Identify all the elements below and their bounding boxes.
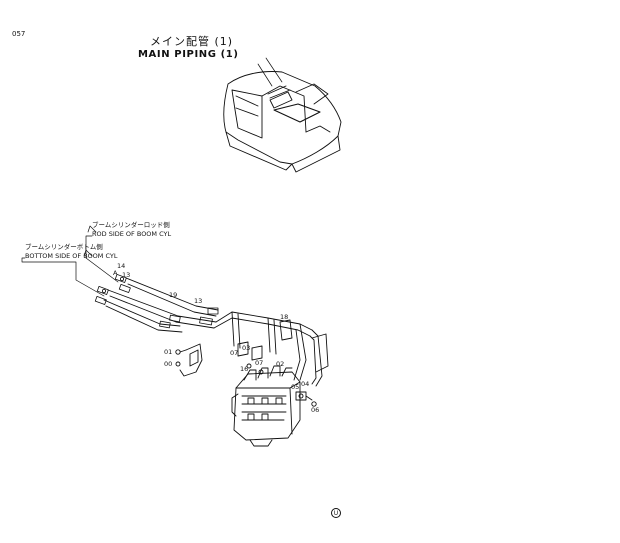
part-label-A: A [113,269,118,277]
part-label-05: 05 [291,383,300,391]
part-label-04: 04 [301,380,310,388]
bracket-parts [175,343,203,377]
machine-locator-view [223,57,342,173]
title-english: MAIN PIPING (1) [138,49,239,60]
part-label-01: 01 [164,348,173,356]
part-label-13b: 13 [194,297,203,305]
page-number: 057 [12,30,26,38]
part-label-07a: 07 [230,349,239,357]
callout-leaders [21,225,119,297]
callout-rod-en: ROD SIDE OF BOOM CYL [92,230,172,238]
hose-fittings [94,274,219,329]
part-label-16: 16 [240,365,249,373]
part-label-03: 03 [242,344,251,352]
part-label-02: 02 [276,360,285,368]
pipe-clamps [237,341,264,375]
control-valve [231,365,301,447]
corner-mark: U [331,508,341,518]
part-label-13a: 13 [122,271,131,279]
callout-rod-jp: ブームシリンダーロッド側 [92,221,170,229]
part-label-00: 00 [164,360,173,368]
valve-port-fittings [295,391,317,407]
clamp-bracket-18 [279,319,329,373]
hose-lines [103,277,323,387]
callout-bottom-en: BOTTOM SIDE OF BOOM CYL [25,252,118,260]
part-label-07b: 07 [255,359,264,367]
part-label-06: 06 [311,406,320,414]
part-label-14: 14 [117,262,126,270]
part-label-18: 18 [280,313,289,321]
title-japanese: メイン配管 (1) [150,35,234,48]
callout-bottom-jp: ブームシリンダーボトム側 [25,243,103,251]
part-label-19: 19 [169,291,178,299]
